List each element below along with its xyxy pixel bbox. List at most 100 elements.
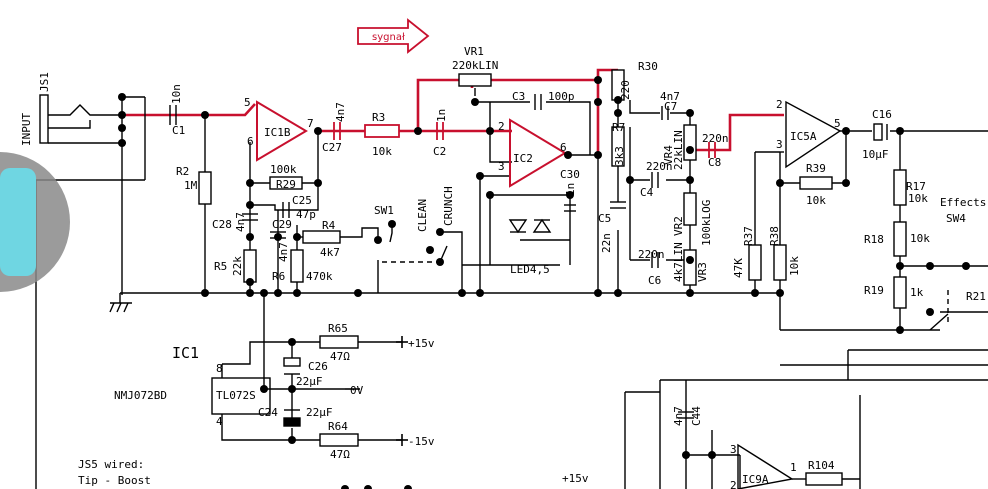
label-ic9-pin2: 2 xyxy=(730,479,737,489)
label-js1: JS1 xyxy=(38,72,51,92)
opamp-ic2 xyxy=(509,118,567,188)
label-c5-value: 22n xyxy=(600,233,613,253)
capacitor-c4 xyxy=(651,172,659,188)
label-tip: Tip - Boost xyxy=(78,474,151,487)
label-plus15v: +15v xyxy=(408,337,435,350)
resistor-r38 xyxy=(773,244,787,281)
label-pin7: 7 xyxy=(307,117,314,130)
label-r17: R17 xyxy=(906,180,926,193)
label-c5: C5 xyxy=(598,212,611,225)
capacitor-c25 xyxy=(282,202,290,218)
label-led: LED4,5 xyxy=(510,263,550,276)
resistor-r17 xyxy=(893,169,907,206)
opamp-ic9a xyxy=(737,443,794,489)
label-c25: C25 xyxy=(292,194,312,207)
label-sw1: SW1 xyxy=(374,204,394,217)
label-r18-value: 10k xyxy=(910,232,930,245)
label-ic1: IC1 xyxy=(172,344,199,362)
label-c28: C28 xyxy=(212,218,232,231)
label-0v: 0V xyxy=(350,384,364,397)
label-effects: Effects xyxy=(940,196,986,209)
label-pin5: 5 xyxy=(244,96,251,109)
capacitor-c1 xyxy=(169,105,177,125)
label-clean: CLEAN xyxy=(416,199,429,232)
label-c44: C44 xyxy=(690,406,703,426)
led-diode-2 xyxy=(532,218,552,233)
capacitor-c24 xyxy=(283,409,301,427)
capacitor-c6 xyxy=(651,252,659,268)
label-ic1-pin4: 4 xyxy=(216,415,223,428)
potentiometer-vr3 xyxy=(683,249,697,286)
capacitor-c44 xyxy=(678,411,694,419)
label-r64-value: 47Ω xyxy=(330,448,350,461)
resistor-r37 xyxy=(748,244,762,281)
label-ic5-pin3: 3 xyxy=(776,138,783,151)
label-c30: C30 xyxy=(560,168,580,181)
label-r21: R21 xyxy=(966,290,986,303)
label-r7-value: 3k3 xyxy=(613,146,626,166)
label-vr2: VR2 xyxy=(672,216,685,236)
label-part-number: NMJ072BD xyxy=(114,389,167,402)
label-c1: C1 xyxy=(172,124,185,137)
resistor-r65 xyxy=(319,335,359,349)
label-c25-value: 47p xyxy=(296,208,316,221)
label-ic2-pin2: 2 xyxy=(498,120,505,133)
label-r38: R38 xyxy=(768,226,781,246)
label-r29: R29 xyxy=(276,178,296,191)
label-r7: R7 xyxy=(612,121,625,134)
capacitor-c27 xyxy=(333,122,341,140)
label-ic5-pin5: 5 xyxy=(834,117,841,130)
resistor-r18 xyxy=(893,221,907,257)
resistor-r6 xyxy=(290,249,304,283)
capacitor-c3 xyxy=(534,94,542,110)
junction-dots xyxy=(118,76,970,489)
label-r65: R65 xyxy=(328,322,348,335)
label-vr3: VR3 xyxy=(696,262,709,282)
label-r5: R5 xyxy=(214,260,227,273)
label-c4: C4 xyxy=(640,186,654,199)
wires xyxy=(35,70,988,489)
label-c4-value: 220n xyxy=(646,160,673,173)
signal-arrow: sygnał xyxy=(357,18,430,54)
label-ic5-pin2: 2 xyxy=(776,98,783,111)
potentiometer-vr1 xyxy=(458,73,492,87)
label-input: INPUT xyxy=(20,113,33,146)
label-r17-value: 10k xyxy=(908,192,928,205)
resistor-r29 xyxy=(269,176,303,190)
label-ic9-pin3: 3 xyxy=(730,443,737,456)
label-vr4-value: 22kLIN xyxy=(672,130,685,170)
label-c24: C24 xyxy=(258,406,278,419)
label-r19: R19 xyxy=(864,284,884,297)
label-r6: R6 xyxy=(272,270,285,283)
capacitor-c2 xyxy=(436,122,444,140)
label-c6-value: 220n xyxy=(638,248,665,261)
potentiometer-vr4 xyxy=(683,124,697,161)
label-r3: R3 xyxy=(372,111,385,124)
capacitor-c7 xyxy=(661,106,669,120)
label-r4-value: 4k7 xyxy=(320,246,340,259)
resistor-r64 xyxy=(319,433,359,447)
label-c16: C16 xyxy=(872,108,892,121)
resistor-r4 xyxy=(302,230,341,244)
label-ic2: IC2 xyxy=(513,152,533,165)
capacitor-c16 xyxy=(873,123,888,141)
label-r104: R104 xyxy=(808,459,835,472)
label-c2-value: 1n xyxy=(435,109,448,122)
label-crunch: CRUNCH xyxy=(442,186,455,226)
label-ic9a: IC9A xyxy=(742,473,769,486)
ground-symbol xyxy=(109,302,132,313)
label-r37-value: 47K xyxy=(732,258,745,278)
label-r18: R18 xyxy=(864,233,884,246)
label-r30-value: 220 xyxy=(619,80,632,100)
label-c28-value: 4n7 xyxy=(234,212,247,232)
label-c3: C3 xyxy=(512,90,525,103)
label-c24-value: 22µF xyxy=(306,406,333,419)
resistor-r5 xyxy=(243,249,257,283)
opamp-ic1b xyxy=(256,100,308,162)
led-diode-1 xyxy=(508,219,528,234)
label-plus15v-lower: +15v xyxy=(562,472,589,485)
label-ic9-pin1: 1 xyxy=(790,461,797,474)
label-c27: C27 xyxy=(322,141,342,154)
resistor-r2 xyxy=(198,171,212,205)
label-tl072: TL072S xyxy=(216,389,256,402)
